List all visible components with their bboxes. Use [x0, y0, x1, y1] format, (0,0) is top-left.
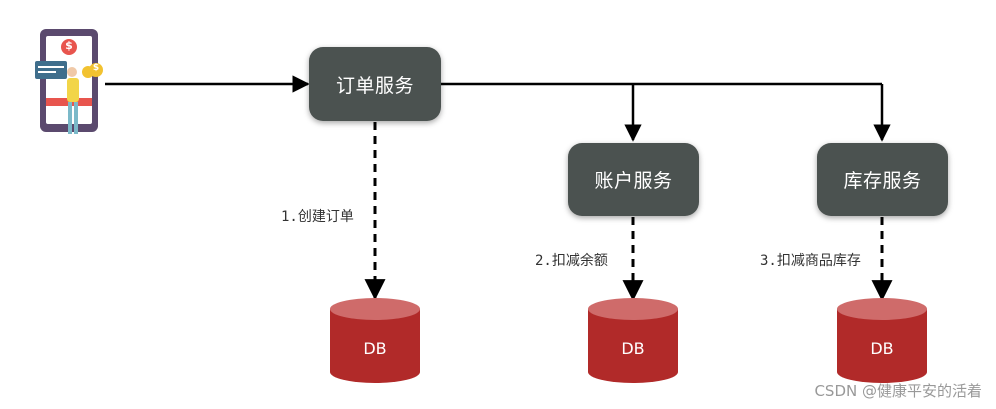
order-service-box: 订单服务 — [309, 47, 441, 121]
step-deduct-balance: 2.扣减余额 — [535, 253, 608, 269]
coin-currency-symbol: $ — [92, 63, 100, 73]
mobile-payment-user-icon — [35, 29, 103, 134]
inventory-service-box: 库存服务 — [817, 143, 948, 216]
step-create-order: 1.创建订单 — [281, 209, 354, 225]
inventory-service-label: 库存服务 — [843, 170, 922, 192]
step-deduct-inventory: 3.扣减商品库存 — [760, 253, 861, 269]
account-service-box: 账户服务 — [568, 143, 699, 216]
order-db-cylinder — [330, 298, 420, 383]
account-db-label: DB — [621, 339, 645, 358]
order-service-label: 订单服务 — [335, 74, 414, 97]
order-db-label: DB — [363, 339, 387, 358]
inventory-db-label: DB — [870, 339, 894, 358]
inventory-db-cylinder — [837, 298, 927, 383]
account-service-label: 账户服务 — [594, 170, 673, 192]
watermark: CSDN @健康平安的活着 — [814, 382, 982, 400]
account-db-cylinder — [588, 298, 678, 383]
currency-symbol: $ — [65, 39, 73, 52]
